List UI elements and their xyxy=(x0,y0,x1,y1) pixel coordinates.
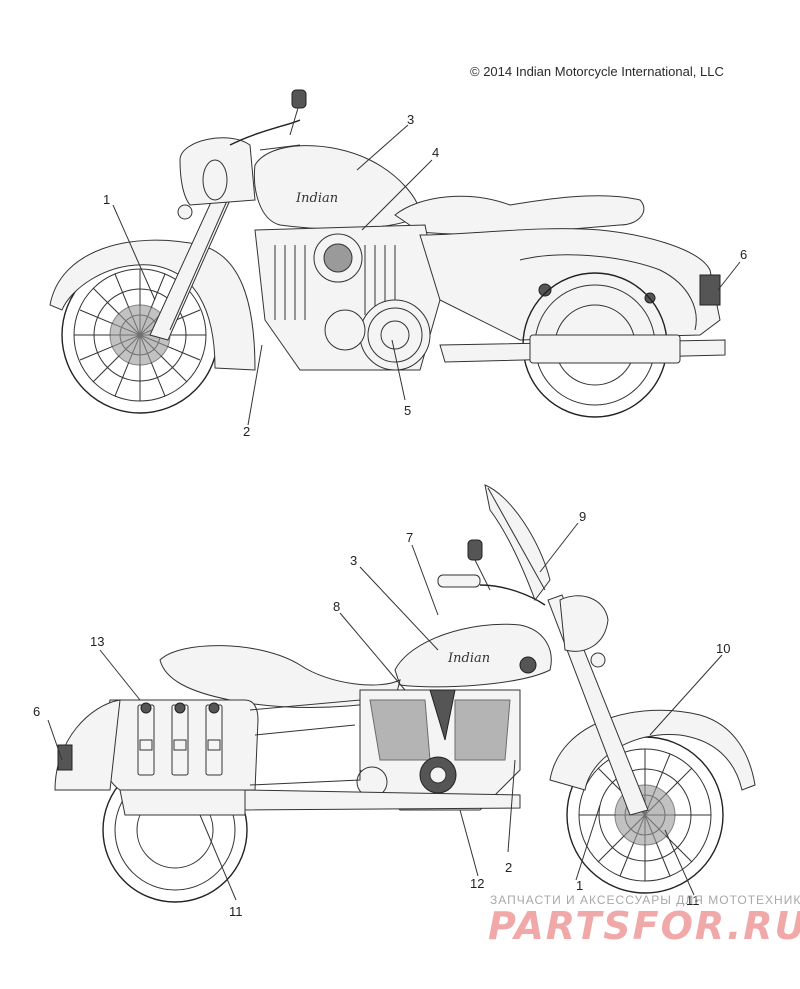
callout-11-rear: 11 xyxy=(229,904,243,919)
callout-3: 3 xyxy=(407,112,414,127)
top-front-wheel xyxy=(61,256,219,414)
bottom-mirror xyxy=(467,539,483,561)
top-front-fender xyxy=(49,239,256,371)
bottom-saddlebag xyxy=(102,699,259,816)
watermark-subtitle: ЗАПЧАСТИ И АКСЕССУАРЫ ДЛЯ МОТОТЕХНИКИ xyxy=(490,893,800,907)
bottom-exhaust xyxy=(244,789,521,811)
bottom-front-fender xyxy=(549,709,756,791)
callout-9: 9 xyxy=(579,509,586,524)
callout-2: 2 xyxy=(243,424,250,439)
bottom-callouts: 1 2 3 6 7 8 9 10 11 11 12 13 xyxy=(33,509,730,919)
callout-8: 8 xyxy=(333,599,340,614)
callout-6: 6 xyxy=(740,247,747,262)
top-motorcycle: Indian xyxy=(49,89,726,418)
bottom-handle-grip xyxy=(437,574,481,588)
bottom-fuel-tank xyxy=(394,623,552,688)
top-leader-lines xyxy=(112,124,741,426)
bottom-leader-lines xyxy=(47,522,723,901)
callout-1-bottom: 1 xyxy=(576,878,583,893)
callout-11-front: 11 xyxy=(686,893,700,908)
callout-3-bottom: 3 xyxy=(350,553,357,568)
top-seat xyxy=(394,195,645,235)
callout-5: 5 xyxy=(404,403,411,418)
watermark-logo: PARTSFOR.RU xyxy=(488,904,800,948)
top-tail-light xyxy=(699,274,721,306)
bottom-tail-light xyxy=(57,744,73,771)
callout-1: 1 xyxy=(103,192,110,207)
copyright-notice: © 2014 Indian Motorcycle International, … xyxy=(470,64,724,79)
bottom-engine xyxy=(356,689,521,811)
top-mirror xyxy=(291,89,307,109)
top-callouts: 1 2 3 4 5 6 xyxy=(103,112,747,439)
callout-7: 7 xyxy=(406,530,413,545)
top-fuel-tank xyxy=(253,145,421,230)
bottom-motorcycle: Indian xyxy=(54,484,756,903)
top-tank-logo: Indian xyxy=(295,191,338,206)
bottom-headlight xyxy=(559,595,609,652)
top-rear-body xyxy=(419,228,721,341)
callout-2-bottom: 2 xyxy=(505,860,512,875)
callout-12: 12 xyxy=(470,876,484,891)
callout-13: 13 xyxy=(90,634,104,649)
bottom-seat xyxy=(159,645,401,708)
callout-10: 10 xyxy=(716,641,730,656)
callout-4: 4 xyxy=(432,145,439,160)
bottom-windshield xyxy=(484,484,551,602)
top-engine xyxy=(254,224,441,371)
bottom-tank-logo: Indian xyxy=(447,651,490,666)
callout-6-bottom: 6 xyxy=(33,704,40,719)
